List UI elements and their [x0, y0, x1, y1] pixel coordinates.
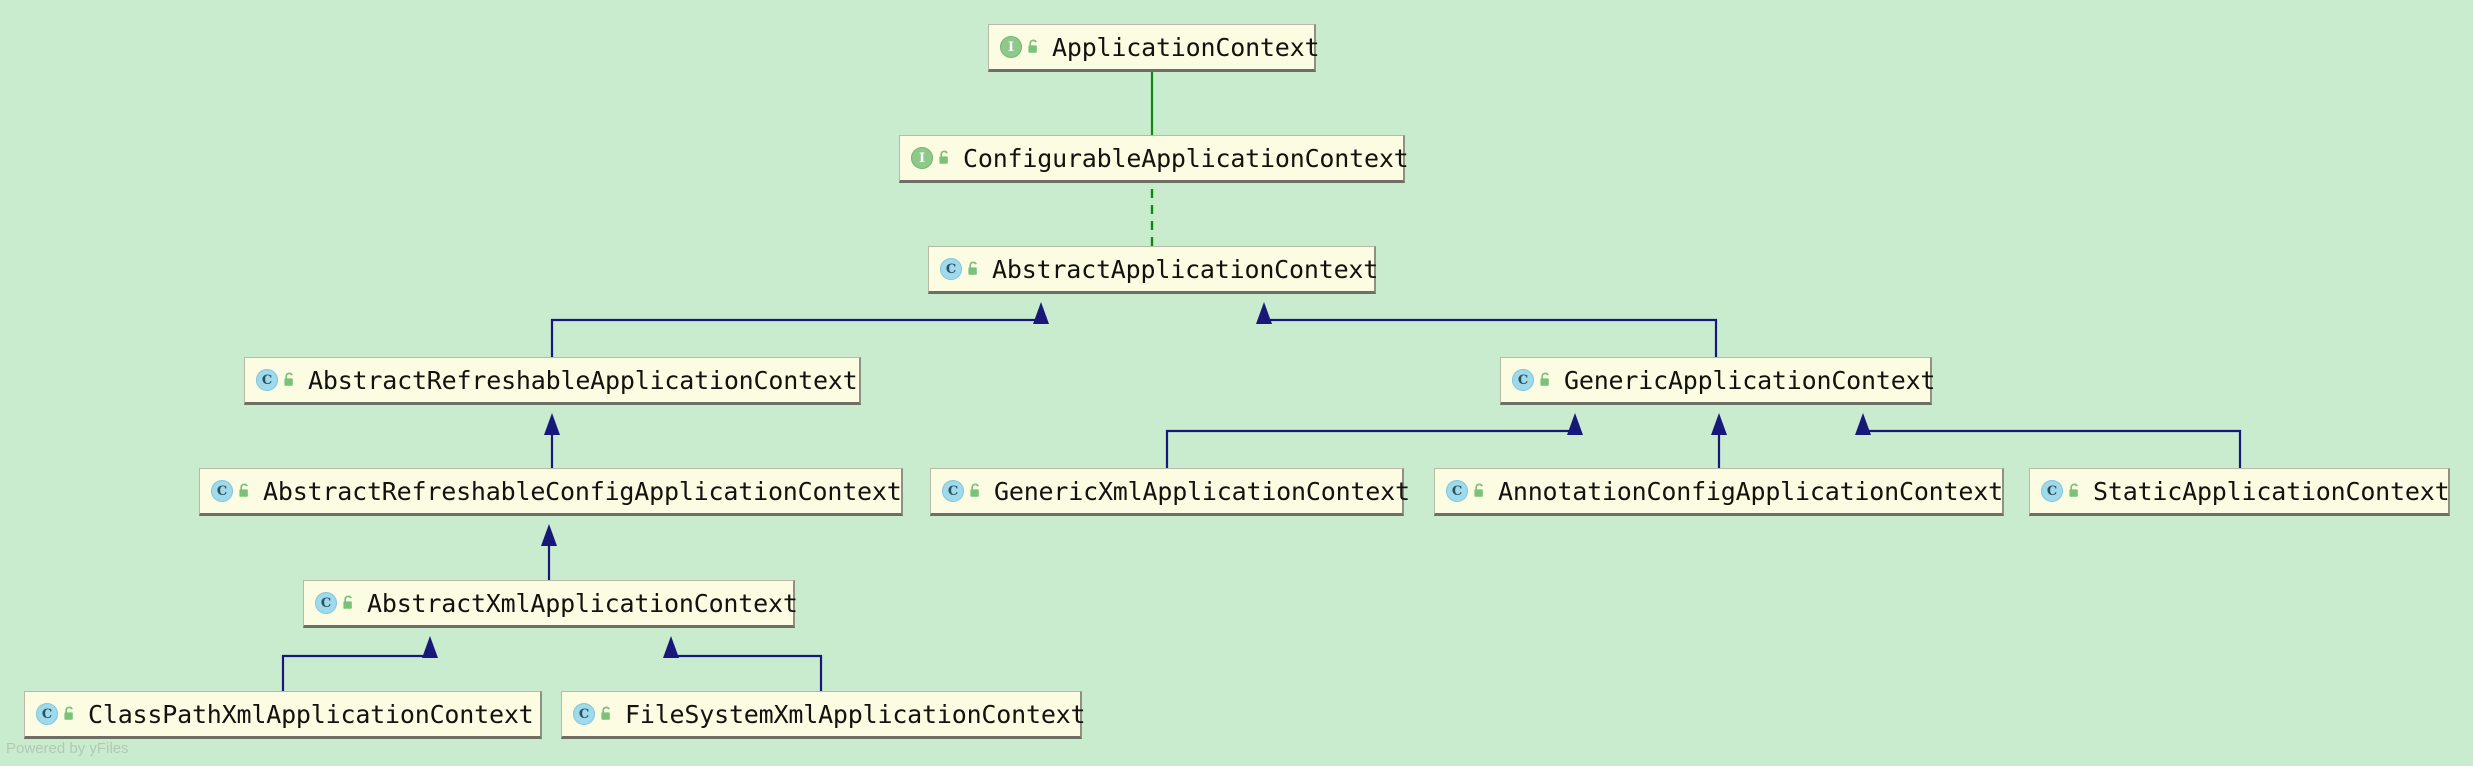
class-node-GenericApplicationContext[interactable]: C GenericApplicationContext — [1500, 357, 1936, 405]
class-node-label: ConfigurableApplicationContext — [963, 143, 1409, 173]
public-visibility-icon-wrap — [1022, 39, 1041, 55]
public-visibility-icon — [343, 595, 352, 609]
public-visibility-icon — [970, 483, 979, 497]
arrowhead-e-arac-aac — [1033, 302, 1049, 324]
class-node-label: GenericXmlApplicationContext — [994, 476, 1410, 506]
class-node-label: FileSystemXmlApplicationContext — [625, 699, 1086, 729]
public-visibility-icon — [284, 372, 293, 386]
class-node-ApplicationContext[interactable]: I ApplicationContext — [988, 24, 1320, 72]
node-icon-group: C — [315, 592, 356, 614]
node-icon-group: C — [940, 258, 981, 280]
public-visibility-icon — [1028, 39, 1037, 53]
node-icon-group: C — [36, 703, 77, 725]
class-node-label: AbstractXmlApplicationContext — [367, 588, 798, 618]
arrowhead-e-gac-aac — [1256, 302, 1272, 324]
node-icon-group: C — [942, 480, 983, 502]
public-visibility-icon-wrap — [337, 595, 356, 611]
public-visibility-icon — [64, 706, 73, 720]
node-icon-group: I — [1000, 36, 1041, 58]
class-icon: C — [2041, 480, 2063, 502]
yfiles-watermark: Powered by yFiles — [6, 740, 129, 757]
node-icon-group: C — [573, 703, 614, 725]
class-icon: C — [1512, 369, 1534, 391]
arrowhead-e-axac-arcac — [541, 524, 557, 546]
arrowhead-e-sac-gac — [1855, 413, 1871, 435]
edge-e-cpxac-axac — [281, 644, 432, 691]
class-node-AbstractXmlApplicationContext[interactable]: C AbstractXmlApplicationContext — [303, 580, 798, 628]
arrowhead-e-arcac-arac — [544, 413, 560, 435]
public-visibility-icon-wrap — [964, 483, 983, 499]
edge-e-fsxac-axac — [669, 644, 823, 691]
node-icon-group: C — [256, 369, 297, 391]
public-visibility-icon — [1474, 483, 1483, 497]
edge-e-sac-gac — [1861, 421, 2242, 468]
class-node-label: AnnotationConfigApplicationContext — [1498, 476, 2003, 506]
class-node-StaticApplicationContext[interactable]: C StaticApplicationContext — [2029, 468, 2450, 516]
arrowhead-e-fsxac-axac — [663, 636, 679, 658]
class-node-ConfigurableApplicationContext[interactable]: I ConfigurableApplicationContext — [899, 135, 1409, 183]
node-icon-group: C — [2041, 480, 2082, 502]
public-visibility-icon — [1540, 372, 1549, 386]
edge-e-gxac-gac — [1165, 421, 1577, 468]
public-visibility-icon-wrap — [1534, 372, 1553, 388]
public-visibility-icon-wrap — [962, 261, 981, 277]
public-visibility-icon — [239, 483, 248, 497]
class-icon: C — [36, 703, 58, 725]
class-node-AbstractApplicationContext[interactable]: C AbstractApplicationContext — [928, 246, 1379, 294]
class-icon: C — [573, 703, 595, 725]
public-visibility-icon-wrap — [2063, 483, 2082, 499]
class-node-label: AbstractApplicationContext — [992, 254, 1379, 284]
public-visibility-icon-wrap — [233, 483, 252, 499]
class-node-label: ApplicationContext — [1052, 32, 1320, 62]
node-icon-group: C — [1446, 480, 1487, 502]
class-icon: C — [1446, 480, 1468, 502]
public-visibility-icon-wrap — [595, 706, 614, 722]
class-node-label: ClassPathXmlApplicationContext — [88, 699, 534, 729]
public-visibility-icon-wrap — [278, 372, 297, 388]
edge-e-gac-aac — [1262, 310, 1718, 357]
class-node-AnnotationConfigApplicationContext[interactable]: C AnnotationConfigApplicationContext — [1434, 468, 2004, 516]
class-node-label: AbstractRefreshableConfigApplicationCont… — [263, 476, 902, 506]
public-visibility-icon-wrap — [1468, 483, 1487, 499]
class-icon: C — [256, 369, 278, 391]
class-node-label: StaticApplicationContext — [2093, 476, 2450, 506]
class-node-FileSystemXmlApplicationContext[interactable]: C FileSystemXmlApplicationContext — [561, 691, 1086, 739]
edge-e-arac-aac — [550, 310, 1043, 357]
node-icon-group: I — [911, 147, 952, 169]
class-icon: C — [315, 592, 337, 614]
interface-icon: I — [911, 147, 933, 169]
public-visibility-icon — [968, 261, 977, 275]
public-visibility-icon — [2069, 483, 2078, 497]
class-icon: C — [211, 480, 233, 502]
public-visibility-icon — [939, 150, 948, 164]
arrowhead-e-gxac-gac — [1567, 413, 1583, 435]
node-icon-group: C — [211, 480, 252, 502]
class-node-label: AbstractRefreshableApplicationContext — [308, 365, 858, 395]
class-node-AbstractRefreshableApplicationContext[interactable]: C AbstractRefreshableApplicationContext — [244, 357, 861, 405]
public-visibility-icon-wrap — [58, 706, 77, 722]
class-node-AbstractRefreshableConfigApplicationContext[interactable]: C AbstractRefreshableConfigApplicationCon… — [199, 468, 903, 516]
public-visibility-icon — [601, 706, 610, 720]
arrowhead-e-cpxac-axac — [422, 636, 438, 658]
class-node-label: GenericApplicationContext — [1564, 365, 1936, 395]
class-icon: C — [942, 480, 964, 502]
public-visibility-icon-wrap — [933, 150, 952, 166]
class-node-ClassPathXmlApplicationContext[interactable]: C ClassPathXmlApplicationContext — [24, 691, 542, 739]
node-icon-group: C — [1512, 369, 1553, 391]
arrowhead-e-acac-gac — [1711, 413, 1727, 435]
interface-icon: I — [1000, 36, 1022, 58]
class-icon: C — [940, 258, 962, 280]
class-node-GenericXmlApplicationContext[interactable]: C GenericXmlApplicationContext — [930, 468, 1410, 516]
